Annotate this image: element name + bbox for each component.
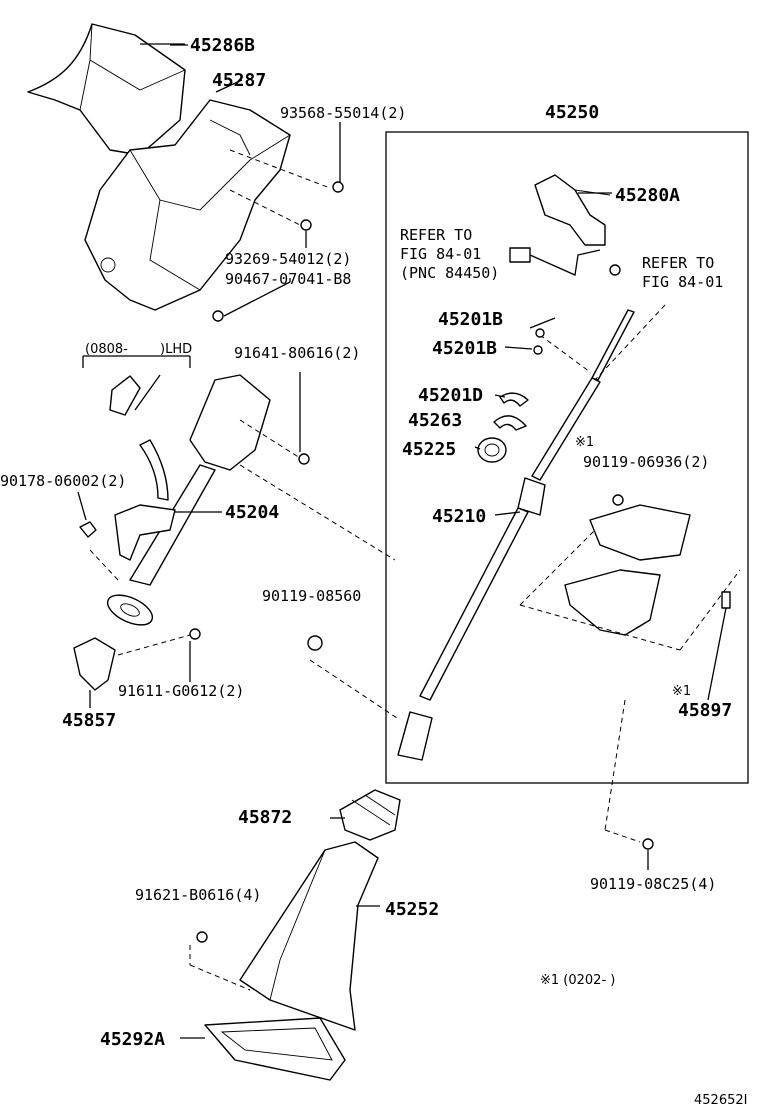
part-45897-shape [707, 591, 731, 701]
label-footnote: ※1 (0202- ) [540, 973, 615, 988]
label-figure-id: 452652I [694, 1093, 747, 1108]
label-45280A: 45280A [615, 185, 680, 206]
label-90178-06002: 90178-06002(2) [0, 472, 126, 490]
screw-91621 [189, 931, 251, 991]
label-refer-to-1-line1: REFER TO [400, 226, 472, 244]
label-45897: 45897 [678, 700, 732, 721]
screw-90119-08560 [307, 635, 323, 651]
label-note-mark-2: ※1 [672, 684, 691, 699]
label-45210: 45210 [432, 506, 486, 527]
label-91621-B0616: 91621-B0616(4) [135, 886, 261, 904]
part-45292A-shape [180, 1017, 346, 1081]
label-90119-06936: 90119-06936(2) [583, 453, 709, 471]
label-45225: 45225 [402, 439, 456, 460]
label-45872: 45872 [238, 807, 292, 828]
label-45252: 45252 [385, 899, 439, 920]
shaft-45210-shape [309, 304, 666, 761]
label-90119-08C25: 90119-08C25(4) [590, 875, 716, 893]
part-45252-shape [239, 841, 380, 1031]
label-refer-to-2-line2: FIG 84-01 [642, 273, 723, 291]
label-90119-08560: 90119-08560 [262, 587, 361, 605]
screw-90119-08C25 [604, 699, 654, 870]
label-refer-to-1-line3: (PNC 84450) [400, 264, 499, 282]
bracket-90119-06936 [519, 494, 741, 651]
nut-90178 [77, 491, 97, 538]
label-note-mark-1: ※1 [575, 435, 594, 450]
assembly-box-45250 [385, 131, 749, 784]
label-90467-07041-B8: 90467-07041-B8 [225, 270, 351, 288]
label-refer-to-1-line2: FIG 84-01 [400, 245, 481, 263]
label-45250: 45250 [545, 102, 599, 123]
wire-connector [509, 247, 621, 276]
screw-91611 [189, 628, 201, 682]
label-45292A: 45292A [100, 1029, 165, 1050]
label-lhd-close: )LHD [160, 342, 192, 357]
label-91611-G0612: 91611-G0612(2) [118, 682, 244, 700]
screw-93568 [229, 122, 344, 193]
label-93269-54012: 93269-54012(2) [225, 250, 351, 268]
part-45287-shape [84, 79, 291, 311]
part-45872-shape [330, 789, 401, 841]
part-45857-shape [73, 634, 191, 708]
label-refer-to-2-line1: REFER TO [642, 254, 714, 272]
label-45201D: 45201D [418, 385, 483, 406]
label-45287: 45287 [212, 70, 266, 91]
label-45201B-2: 45201B [432, 338, 497, 359]
lhd-inset [82, 355, 191, 501]
label-lhd-open: (0808- [85, 342, 128, 357]
part-45204-shape [89, 374, 396, 626]
label-93568-55014: 93568-55014(2) [280, 104, 406, 122]
label-45263: 45263 [408, 410, 462, 431]
label-45857: 45857 [62, 710, 116, 731]
label-45286B: 45286B [190, 35, 255, 56]
screw-91641 [298, 372, 310, 465]
label-91641-80616: 91641-80616(2) [234, 344, 360, 362]
label-45204: 45204 [225, 502, 279, 523]
label-45201B-1: 45201B [438, 309, 503, 330]
part-45280A-shape [534, 174, 612, 246]
part-45286B-shape [27, 23, 186, 156]
clip-90467 [212, 278, 291, 322]
screw-93269 [229, 189, 312, 248]
clips-45201 [477, 328, 545, 463]
